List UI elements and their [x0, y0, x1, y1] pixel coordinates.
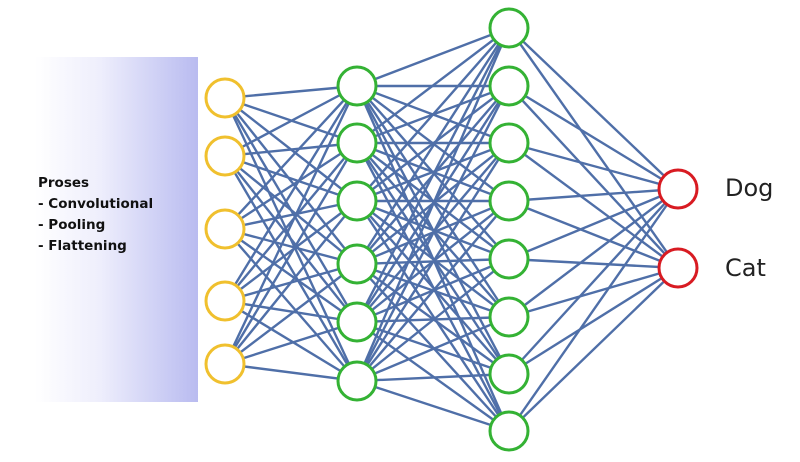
connection-hidden-2-3-to-output-1 — [508, 141, 679, 191]
connection-hidden-2-5-to-output-1 — [508, 187, 679, 261]
hidden-2-node-8 — [488, 410, 530, 452]
output-label-dog: Dog — [725, 174, 774, 202]
neurons — [204, 7, 699, 452]
connection-input-4-to-hidden-1-2 — [224, 142, 358, 302]
connection-input-3-to-hidden-1-2 — [224, 141, 358, 231]
connection-input-5-to-hidden-1-3 — [224, 200, 358, 365]
connection-input-5-to-hidden-1-5 — [224, 320, 358, 366]
connection-input-5-to-hidden-1-4 — [224, 263, 358, 365]
hidden-2-node-4 — [488, 180, 530, 222]
connection-hidden-1-4-to-hidden-2-1 — [355, 27, 511, 265]
connection-input-2-to-hidden-1-3 — [224, 154, 358, 203]
hidden-2-node-6 — [488, 296, 530, 338]
connection-hidden-1-2-to-hidden-2-1 — [356, 27, 510, 144]
connection-hidden-2-7-to-output-1 — [508, 188, 679, 375]
connection-input-3-to-hidden-1-6 — [224, 228, 358, 382]
connection-input-4-to-hidden-1-1 — [223, 85, 359, 302]
connections — [223, 26, 679, 433]
connection-input-1-to-hidden-1-1 — [224, 84, 358, 100]
hidden-1-node-1 — [336, 65, 378, 107]
hidden-1-node-5 — [336, 301, 378, 343]
connection-input-1-to-hidden-1-4 — [224, 97, 358, 265]
connection-hidden-2-1-to-output-1 — [508, 27, 679, 190]
connection-input-2-to-hidden-1-5 — [224, 155, 358, 323]
connection-hidden-2-4-to-output-1 — [508, 187, 679, 203]
connection-hidden-1-6-to-hidden-2-2 — [355, 85, 511, 382]
connection-input-5-to-hidden-1-1 — [223, 85, 359, 365]
output-label-cat: Cat — [725, 254, 766, 282]
connection-input-3-to-hidden-1-5 — [224, 228, 358, 323]
preprocessing-text: Proses - Convolutional - Pooling - Flatt… — [38, 173, 153, 257]
preprocessing-step-flattening: - Flattening — [38, 238, 127, 254]
preprocessing-step-pooling: - Pooling — [38, 217, 106, 233]
preprocessing-panel — [35, 57, 198, 402]
connection-input-5-to-hidden-1-2 — [223, 142, 359, 365]
hidden-2-node-3 — [488, 122, 530, 164]
connection-hidden-1-6-to-hidden-2-8 — [356, 379, 510, 433]
connection-hidden-1-3-to-hidden-2-2 — [356, 85, 510, 202]
hidden-1-node-3 — [336, 180, 378, 222]
connection-hidden-2-2-to-output-2 — [508, 85, 679, 269]
hidden-2-node-7 — [488, 353, 530, 395]
connection-hidden-1-6-to-hidden-2-7 — [356, 372, 510, 383]
output-node-2 — [657, 247, 699, 289]
connection-hidden-2-3-to-output-2 — [508, 142, 679, 269]
connection-hidden-1-6-to-hidden-2-6 — [356, 315, 510, 383]
connection-hidden-1-1-to-hidden-2-1 — [356, 26, 510, 88]
connection-hidden-1-6-to-hidden-2-1 — [355, 27, 511, 382]
connection-hidden-1-3-to-hidden-2-8 — [355, 200, 511, 432]
connection-input-4-to-hidden-1-6 — [224, 299, 358, 383]
input-node-5 — [204, 343, 246, 385]
hidden-1-node-4 — [336, 243, 378, 285]
connection-hidden-2-4-to-output-2 — [508, 199, 679, 270]
connection-hidden-1-3-to-hidden-2-1 — [356, 27, 510, 202]
connection-input-3-to-hidden-1-4 — [224, 227, 358, 266]
connection-hidden-2-7-to-output-2 — [508, 266, 679, 376]
connection-hidden-1-3-to-hidden-2-7 — [356, 200, 510, 375]
hidden-1-node-6 — [336, 360, 378, 402]
input-node-2 — [204, 135, 246, 177]
connection-input-5-to-hidden-1-6 — [224, 362, 358, 383]
preprocessing-step-convolutional: - Convolutional — [38, 196, 154, 212]
connection-hidden-2-6-to-output-1 — [508, 188, 679, 318]
connection-hidden-2-8-to-output-1 — [508, 188, 679, 432]
preprocessing-title: Proses — [38, 175, 90, 191]
output-node-1 — [657, 168, 699, 210]
hidden-1-node-2 — [336, 122, 378, 164]
connection-input-3-to-hidden-1-1 — [224, 85, 358, 230]
input-node-3 — [204, 208, 246, 250]
connection-hidden-1-3-to-hidden-2-6 — [356, 200, 510, 318]
connection-hidden-2-6-to-output-2 — [508, 266, 679, 319]
connection-hidden-1-6-to-hidden-2-5 — [356, 258, 510, 382]
hidden-2-node-1 — [488, 7, 530, 49]
connection-hidden-1-3-to-hidden-2-5 — [356, 199, 510, 261]
connection-input-2-to-hidden-1-1 — [224, 84, 358, 158]
connection-hidden-2-8-to-output-2 — [508, 267, 679, 432]
connection-input-3-to-hidden-1-3 — [224, 199, 358, 231]
connection-input-4-to-hidden-1-5 — [224, 299, 358, 324]
connection-input-2-to-hidden-1-2 — [224, 141, 358, 158]
connection-hidden-1-6-to-hidden-2-3 — [355, 142, 511, 382]
hidden-2-node-5 — [488, 238, 530, 280]
connection-hidden-1-5-to-hidden-2-1 — [355, 27, 511, 323]
connection-hidden-2-2-to-output-1 — [508, 84, 679, 191]
input-node-1 — [204, 77, 246, 119]
hidden-2-node-2 — [488, 65, 530, 107]
input-node-4 — [204, 280, 246, 322]
connection-input-2-to-hidden-1-4 — [224, 155, 358, 265]
connection-hidden-2-5-to-output-2 — [508, 257, 679, 270]
connection-hidden-2-1-to-output-2 — [508, 27, 679, 269]
connection-hidden-1-3-to-hidden-2-3 — [356, 141, 510, 203]
connection-input-4-to-hidden-1-3 — [224, 200, 358, 302]
connection-input-2-to-hidden-1-6 — [223, 155, 359, 382]
connection-hidden-1-6-to-hidden-2-4 — [356, 200, 510, 382]
